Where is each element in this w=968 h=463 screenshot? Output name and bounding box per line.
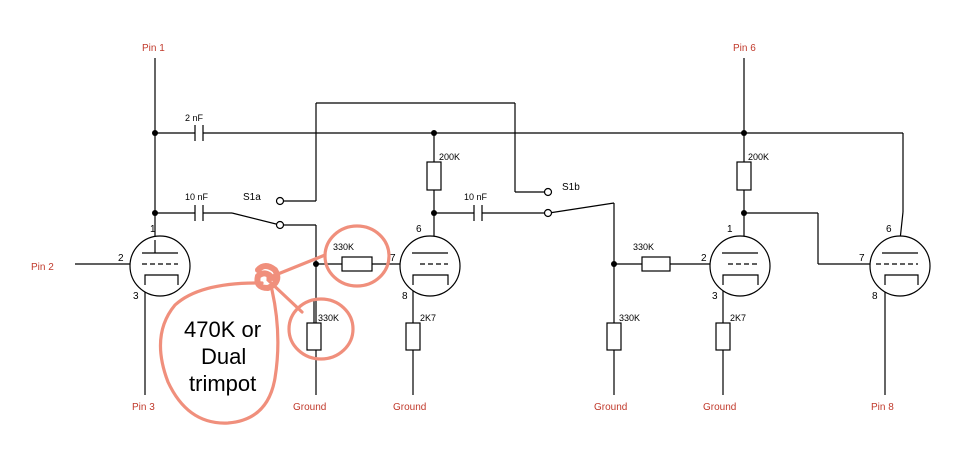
- res-330k-c-label: 330K: [619, 313, 640, 323]
- capacitor-10nf-b: 10 nF: [464, 192, 488, 221]
- res-200k-a-label: 200K: [439, 152, 460, 162]
- annotation-line-1: 470K or: [184, 317, 261, 342]
- t4-grid-pin: 7: [859, 253, 865, 264]
- switch-s1a: S1a: [243, 192, 285, 230]
- t4-plate-pin: 6: [886, 224, 892, 235]
- t3-grid-pin: 2: [701, 253, 707, 264]
- t2-grid-pin: 7: [390, 253, 396, 264]
- t1-plate-pin: 1: [150, 224, 156, 235]
- wires: [75, 58, 904, 395]
- tube-2: 6 7 8: [390, 224, 461, 302]
- resistor-2k7-a: 2K7: [405, 313, 436, 351]
- res-330k-a-label: 330K: [333, 242, 354, 252]
- pin-1-label: Pin 1: [142, 43, 165, 54]
- res-330k-d-label: 330K: [633, 242, 654, 252]
- ground-label-1: Ground: [293, 402, 326, 413]
- ground-label-3: Ground: [594, 402, 627, 413]
- ground-label-4: Ground: [703, 402, 736, 413]
- t2-cathode-pin: 8: [402, 291, 408, 302]
- resistor-2k7-b: 2K7: [715, 313, 746, 351]
- ground-label-2: Ground: [393, 402, 426, 413]
- switch-s1a-label: S1a: [243, 192, 261, 203]
- resistor-330k-ground-b: 330K: [606, 313, 640, 351]
- pin-labels: Pin 1 Pin 2 Pin 3 Pin 6 Pin 8 Ground Gro…: [31, 43, 894, 413]
- cap-10nf-a-label: 10 nF: [185, 192, 209, 202]
- annotation-line-3: trimpot: [189, 371, 256, 396]
- t3-cathode-pin: 3: [712, 291, 718, 302]
- t1-cathode-pin: 3: [133, 291, 139, 302]
- switch-s1b-label: S1b: [562, 182, 580, 193]
- pin-2-label: Pin 2: [31, 262, 54, 273]
- t3-plate-pin: 1: [727, 224, 733, 235]
- pin-3-label: Pin 3: [132, 402, 155, 413]
- tube-1: 1 2 3: [118, 224, 191, 302]
- resistor-200k-a: 200K: [426, 152, 460, 191]
- capacitor-2nf: 2 nF: [185, 113, 204, 141]
- annotation-line-2: Dual: [201, 344, 246, 369]
- resistor-330k-ground-a: 330K: [306, 300, 339, 351]
- t4-cathode-pin: 8: [872, 291, 878, 302]
- junctions: [152, 130, 747, 267]
- handwritten-annotation: 470K or Dual trimpot: [158, 224, 391, 425]
- switch-s1b: S1b: [543, 182, 580, 218]
- cap-10nf-b-label: 10 nF: [464, 192, 488, 202]
- tube-4: 6 7 8: [859, 224, 931, 302]
- capacitor-10nf-a: 10 nF: [185, 192, 209, 221]
- cap-2nf-label: 2 nF: [185, 113, 204, 123]
- res-2k7-a-label: 2K7: [420, 313, 436, 323]
- tube-3: 1 2 3: [701, 224, 771, 302]
- pin-6-label: Pin 6: [733, 43, 756, 54]
- pin-8-label: Pin 8: [871, 402, 894, 413]
- t2-plate-pin: 6: [416, 224, 422, 235]
- t1-grid-pin: 2: [118, 253, 124, 264]
- resistor-200k-b: 200K: [736, 152, 769, 191]
- resistor-330k-grid-b: 330K: [633, 242, 671, 272]
- res-330k-b-label: 330K: [318, 313, 339, 323]
- resistor-330k-grid-a: 330K: [333, 242, 373, 272]
- res-2k7-b-label: 2K7: [730, 313, 746, 323]
- res-200k-b-label: 200K: [748, 152, 769, 162]
